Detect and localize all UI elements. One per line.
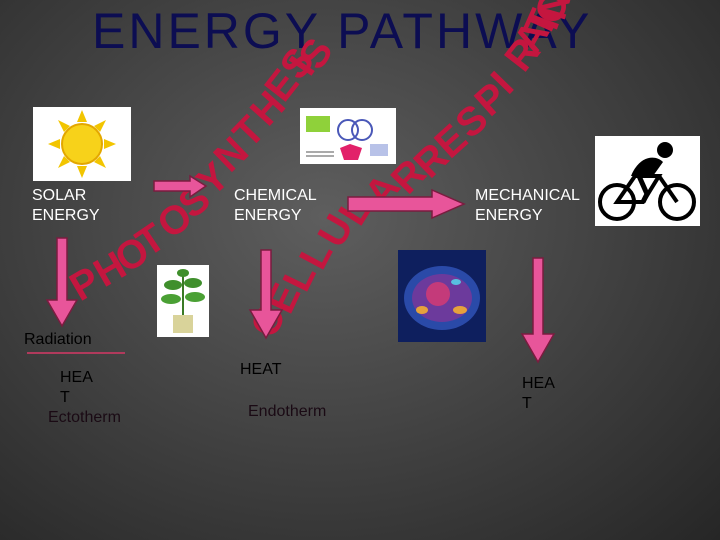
ectotherm-label: Ectotherm bbox=[48, 409, 121, 426]
heat-right-label: HEA T bbox=[522, 375, 555, 412]
radiation-underline bbox=[27, 352, 125, 354]
page-title: ENERGY PATHWAY bbox=[92, 3, 593, 59]
arrow-solar-to-chemical bbox=[153, 174, 208, 199]
arrow-down-heat-center bbox=[248, 249, 284, 340]
cell-icon bbox=[398, 250, 486, 342]
cyclist-image bbox=[595, 136, 700, 226]
metabolic-diagram-image bbox=[300, 108, 396, 164]
arrow-chemical-to-mechanical bbox=[347, 188, 466, 220]
endotherm-label: Endotherm bbox=[248, 403, 327, 420]
chemical-energy-label: CHEMICAL ENERGY bbox=[234, 187, 317, 224]
arrow-down-radiation bbox=[45, 237, 79, 328]
mechanical-energy-label: MECHANICAL ENERGY bbox=[475, 187, 580, 224]
radiation-label: Radiation bbox=[24, 331, 92, 348]
sun-image bbox=[33, 107, 131, 181]
heat-left-label: HEA T bbox=[60, 369, 93, 406]
sun-icon bbox=[48, 110, 116, 178]
plant-icon bbox=[161, 269, 205, 333]
arrow-down-heat-right bbox=[520, 257, 556, 364]
plant-image bbox=[157, 265, 209, 337]
metabolic-diagram-icon bbox=[306, 116, 388, 160]
solar-energy-label: SOLAR ENERGY bbox=[32, 187, 100, 224]
cell-image bbox=[398, 250, 486, 342]
heat-center-label: HEAT bbox=[240, 361, 282, 378]
cyclist-icon bbox=[598, 142, 696, 221]
